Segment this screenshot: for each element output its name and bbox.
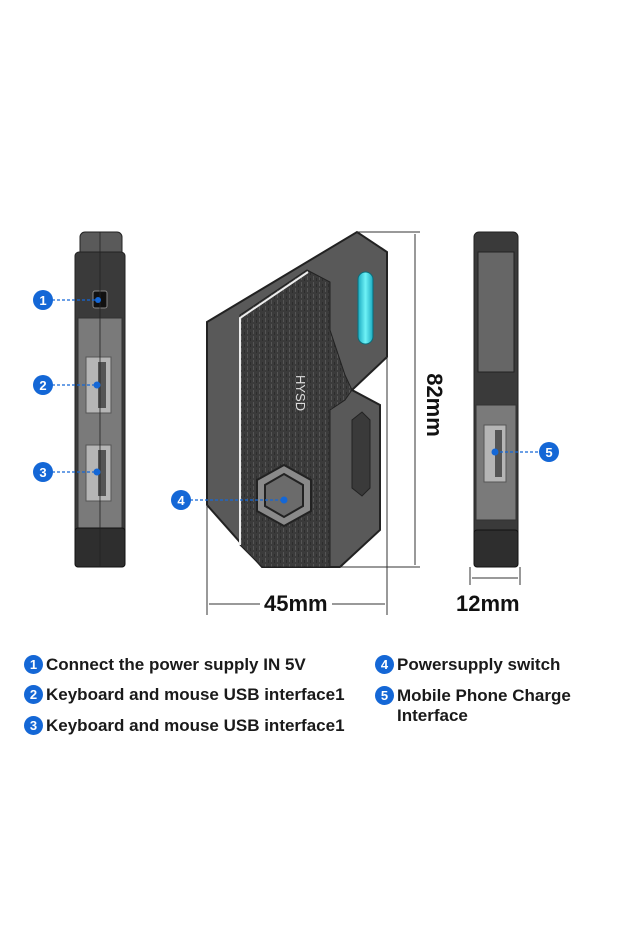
svg-text:1: 1 <box>39 293 46 308</box>
svg-text:4: 4 <box>177 493 185 508</box>
legend-badge: 4 <box>375 655 394 674</box>
height-dimension: 82mm <box>420 369 447 441</box>
legend-label: Powersupply switch <box>397 655 561 674</box>
svg-text:3: 3 <box>39 465 46 480</box>
legend-label: Mobile Phone Charge Interface <box>397 686 571 725</box>
depth-dimension: 12mm <box>452 591 524 617</box>
width-dimension: 45mm <box>260 591 332 617</box>
callout-badges: 1 2 3 4 5 <box>33 290 559 510</box>
legend-label: Connect the power supply IN 5V <box>46 655 306 674</box>
callout-dots <box>93 297 499 504</box>
side-view-right <box>473 231 519 568</box>
led-indicator <box>357 271 374 345</box>
legend-badge: 1 <box>24 655 43 674</box>
front-view: HYSD <box>206 230 388 568</box>
svg-text:5: 5 <box>545 445 552 460</box>
legend-label: Keyboard and mouse USB interface1 <box>46 716 345 735</box>
callout-lines <box>52 299 540 501</box>
svg-text:2: 2 <box>39 378 46 393</box>
side-view-left <box>74 231 126 568</box>
legend-badge: 2 <box>24 685 43 704</box>
legend-badge: 5 <box>375 686 394 705</box>
legend-badge: 3 <box>24 716 43 735</box>
legend-label: Keyboard and mouse USB interface1 <box>46 685 345 704</box>
brand-logo: HYSD <box>293 375 308 411</box>
